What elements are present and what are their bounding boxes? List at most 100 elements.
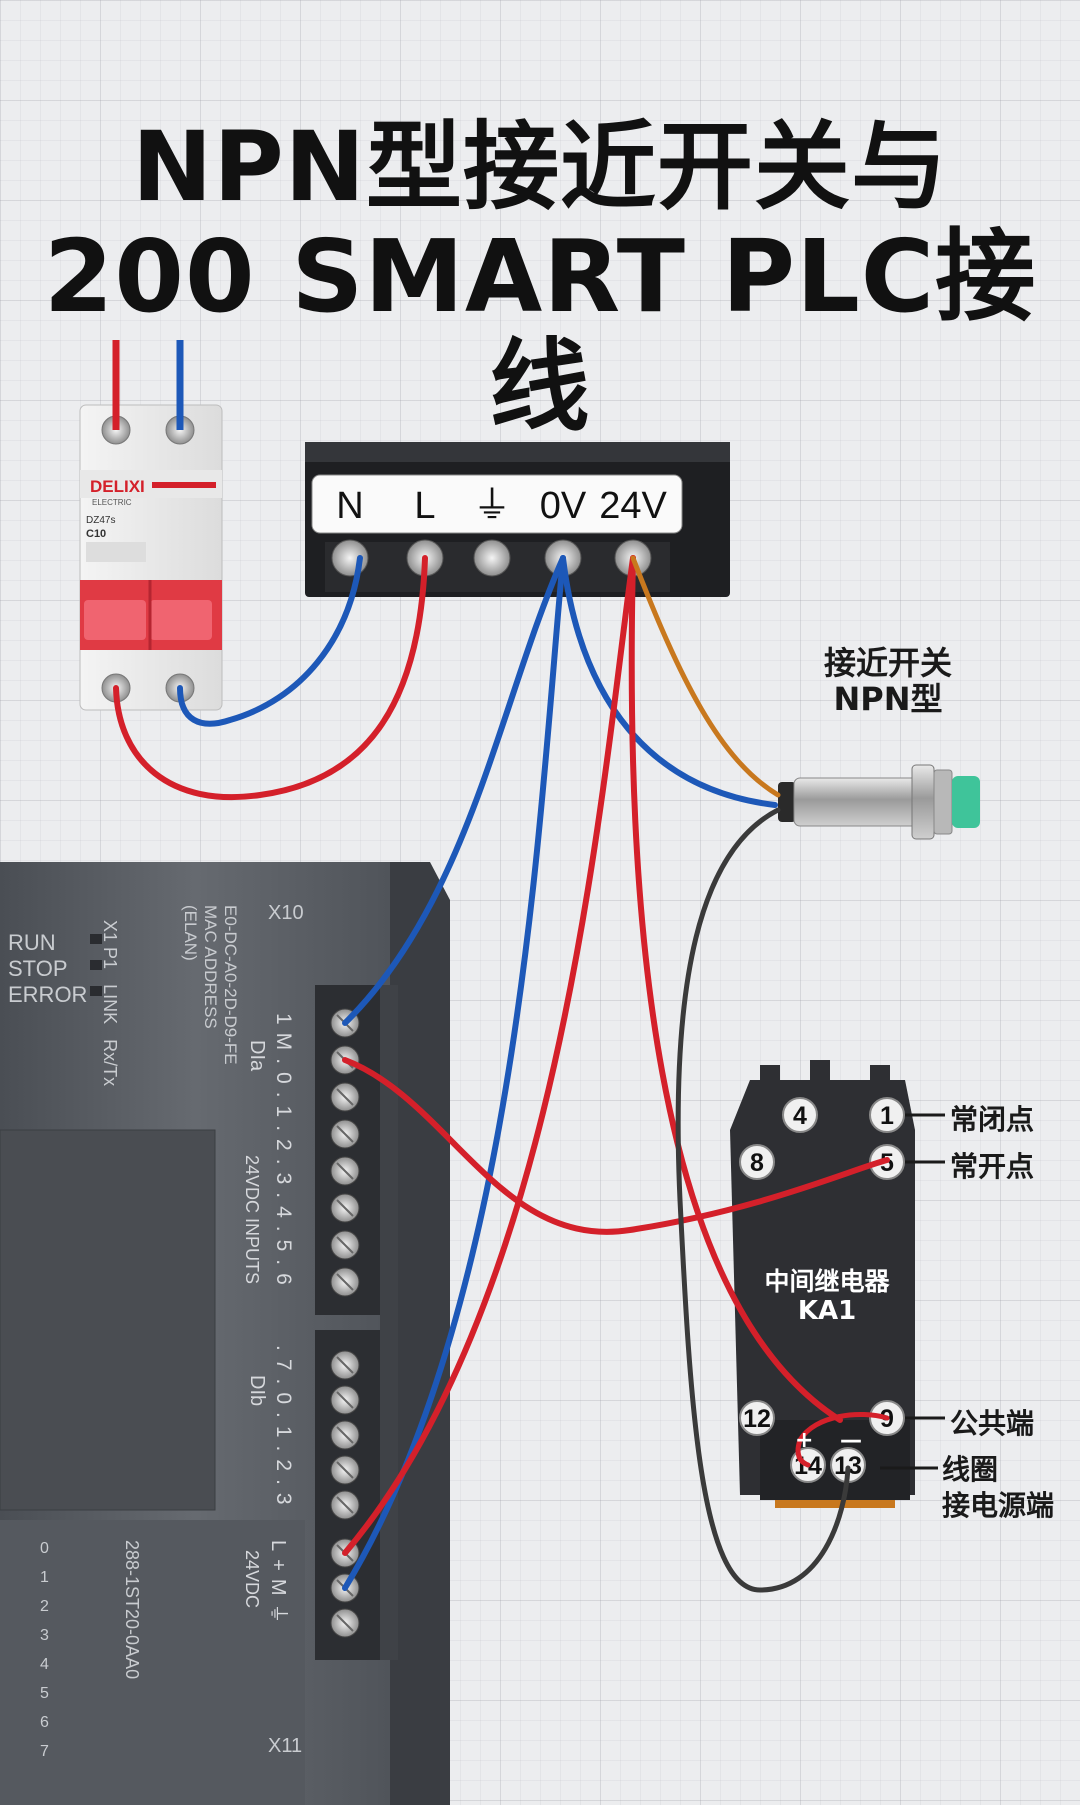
plc-dia-terminal-labels: 1M.0.1.2.3.4.5.6 [271, 1013, 295, 1293]
power-supply-terminal-labels: N L ⏚ 0V 24V [336, 485, 667, 527]
plc-status-leds [90, 934, 102, 996]
psu-terminal-label-2: ⏚ [473, 485, 511, 527]
wire-0v-to-plc-m [342, 555, 566, 1591]
psu-terminal-label-1: L [414, 485, 435, 527]
breaker-rating: C10 [86, 528, 106, 540]
plc-status-led-2 [90, 986, 102, 996]
plc-output-led-7: 7 [40, 1743, 49, 1760]
relay-pin-label-1: 1 [880, 1102, 894, 1130]
relay-nc-label: 常闭点 [950, 1103, 1035, 1136]
plc-term-m: M [267, 1578, 289, 1604]
plc-output-led-3: 3 [40, 1627, 49, 1644]
plc-term-ground: ⏚ [267, 1603, 289, 1632]
psu-screw-2 [473, 539, 511, 577]
plc-x11-label: X11 [268, 1735, 303, 1757]
plc-output-led-column: 0 1 2 3 4 5 6 7 [40, 1540, 70, 1772]
plc-term-b3: .3 [272, 1479, 295, 1513]
plc-port-link: LINK [100, 984, 120, 1025]
relay-coil-line1: 线圈 [942, 1453, 999, 1486]
plc-term-a4: .4 [272, 1192, 295, 1226]
plc-term-b1: .1 [272, 1412, 295, 1446]
plc-run-label: RUN [8, 930, 56, 955]
plc-term-b7: .7 [272, 1345, 295, 1379]
relay-pin-label-4: 4 [793, 1102, 807, 1130]
wire-breaker-n-to-psu [177, 555, 363, 727]
relay-pin-12 [739, 1400, 775, 1436]
plc-term-1m: 1M [272, 1013, 295, 1059]
wire-0v-to-1m [342, 555, 566, 1026]
plc-term-a5: .5 [272, 1225, 295, 1260]
relay-coil-line2: 接电源端 [942, 1489, 1055, 1522]
wire-24v-to-relay [628, 555, 843, 1423]
plc-port-rxtx: Rx/Tx [100, 1039, 120, 1087]
relay-no-label: 常开点 [950, 1150, 1035, 1183]
plc-dib-label: DIb [246, 1375, 268, 1407]
plc-mac-block: E0-DC-A0-2D-D9-FE MAC ADDRESS (ELAN) [180, 905, 240, 1065]
relay-base [730, 1060, 915, 1508]
wire-sensor-black-to-relay [675, 807, 851, 1593]
relay-name: 中间继电器 [764, 1267, 890, 1296]
breaker-sub: ELECTRIC [92, 498, 132, 507]
plc-port-x1p1: X1 P1 [100, 920, 120, 970]
plc-stop-label: STOP [8, 956, 68, 981]
title-line-1: NPN型接近开关与 [131, 111, 949, 223]
wire-relay-jumper [795, 1411, 890, 1468]
relay-com-label: 公共端 [950, 1407, 1035, 1440]
relay-pin-label-8: 8 [750, 1149, 764, 1177]
plc-status-led-0 [90, 934, 102, 944]
plc-dib-terminal-labels: .7.0.1.2.3 [271, 1345, 295, 1513]
plc-term-a3: .3 [272, 1158, 295, 1193]
plc-supply-terminal-labels: L+M⏚ [266, 1540, 295, 1631]
plc-term-a0: .0 [272, 1058, 295, 1092]
plc-port-labels: X1 P1 LINK Rx/Tx [99, 920, 120, 1086]
breaker-model: DZ47s [86, 515, 115, 526]
title-line-2: 200 SMART PLC接线 [43, 218, 1037, 445]
psu-terminal-label-0: N [336, 485, 363, 527]
plc-term-lplus: L+ [267, 1540, 289, 1579]
plc-output-led-1: 1 [40, 1569, 49, 1586]
proximity-sensor [778, 764, 980, 840]
wire-i00-to-relay-no [342, 1057, 890, 1235]
plc-status-led-1 [90, 960, 102, 970]
wire-24v-to-plc-lplus [342, 555, 636, 1556]
plc-term-a1: .1 [272, 1091, 295, 1126]
plc-term-b2: .2 [272, 1445, 295, 1480]
relay-pin-label-12: 12 [743, 1405, 771, 1433]
sensor-label-line1: 接近开关 [823, 644, 952, 682]
plc-mac-title: MAC ADDRESS [201, 905, 220, 1029]
relay-tag: KA1 [797, 1296, 857, 1326]
psu-terminal-label-4: 24V [599, 485, 667, 527]
psu-terminal-label-3: 0V [540, 485, 587, 527]
wire-breaker-l-to-psu [113, 555, 428, 801]
plc-term-a2: .2 [272, 1125, 295, 1159]
plc-output-led-2: 2 [40, 1598, 49, 1615]
plc-term-b0: .0 [272, 1378, 295, 1413]
plc-dia-label: DIa [246, 1040, 268, 1072]
sensor-label-line2: NPN型 [833, 680, 943, 718]
plc-output-led-4: 4 [40, 1656, 49, 1673]
wire-24v-to-sensor-brown [630, 555, 781, 798]
relay-pin-4 [782, 1097, 818, 1133]
sensor-label: 接近开关 NPN型 [808, 645, 968, 717]
plc-inputs-label: 24VDC INPUTS [242, 1155, 262, 1285]
plc-mac-value: E0-DC-A0-2D-D9-FE [221, 905, 240, 1065]
plc-status-labels: RUN STOP ERROR [8, 930, 88, 1008]
plc-model-label: 288-1ST20-0AA0 [122, 1540, 142, 1680]
plc-error-label: ERROR [8, 982, 88, 1007]
circuit-breaker: DELIXI ELECTRIC DZ47s C10 [79, 404, 223, 711]
wire-0v-to-sensor [560, 555, 778, 808]
plc [0, 862, 450, 1805]
plc-mac-sub: (ELAN) [181, 905, 200, 961]
relay-pin-1 [869, 1097, 905, 1133]
breaker-brand: DELIXI [90, 477, 145, 496]
relay-minus: — [840, 1428, 862, 1453]
plc-output-led-0: 0 [40, 1540, 49, 1557]
plc-output-led-6: 6 [40, 1714, 49, 1731]
relay-plus: + [795, 1428, 814, 1453]
plc-x10-label: X10 [268, 902, 304, 924]
relay-pin-8 [739, 1144, 775, 1180]
plc-output-led-5: 5 [40, 1685, 49, 1702]
plc-supply-label: 24VDC [242, 1550, 262, 1609]
